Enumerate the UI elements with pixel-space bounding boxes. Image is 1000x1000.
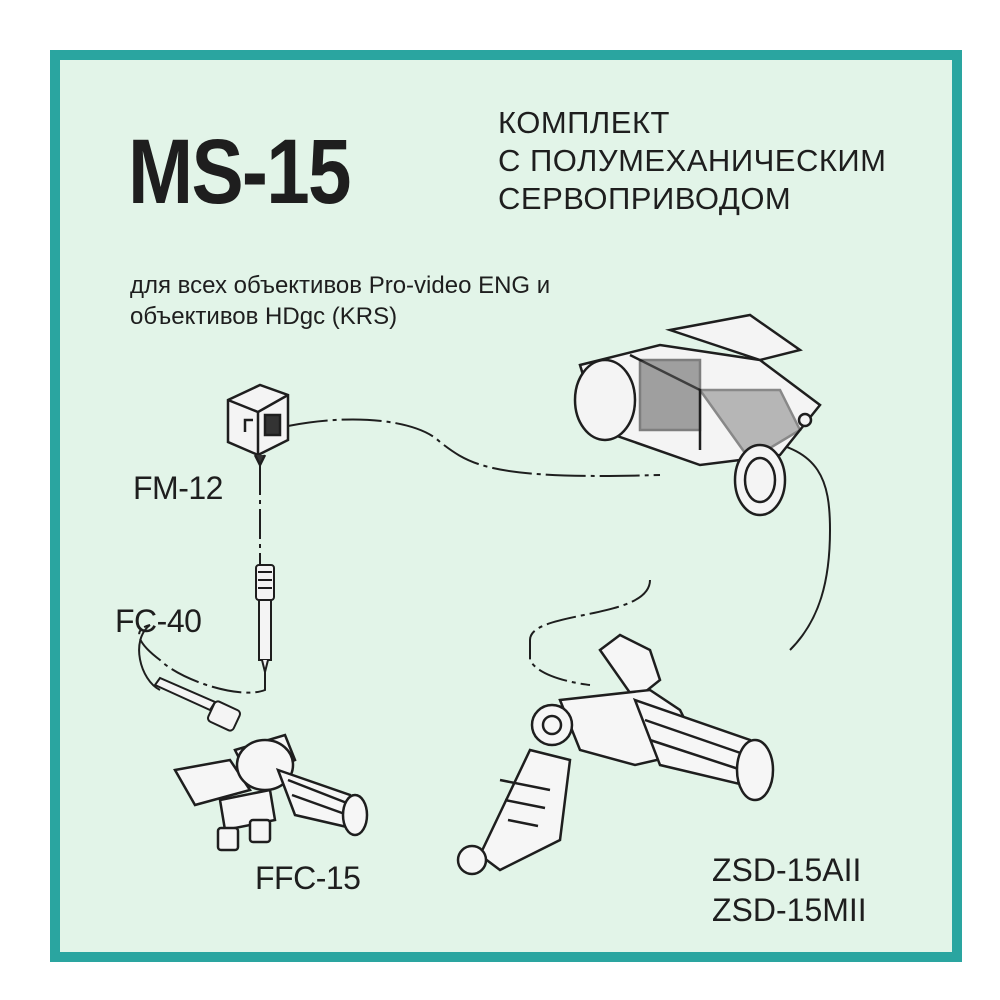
cable-fc40-plug [138,624,161,691]
diagram-illustration [138,313,832,876]
fc40-plug [153,676,242,732]
lens-unit [573,313,822,517]
cable-fc40-to-ffc15 [138,624,266,694]
heading-line: КОМПЛЕКТ [498,105,670,140]
fc40-connector [255,564,275,673]
ffc15-label: FFC-15 [255,860,361,896]
zsd-label-a: ZSD-15AII [712,852,862,888]
product-title: MS-15 [128,121,352,223]
zsd-labels: ZSD-15AII ZSD-15MII [712,850,867,930]
fc40-label: FC-40 [115,603,202,639]
ffc15-handle [173,733,369,852]
heading-line: СЕРВОПРИВОДОМ [498,181,792,216]
product-heading: КОМПЛЕКТ С ПОЛУМЕХАНИЧЕСКИМ СЕРВОПРИВОДО… [498,104,887,218]
zsd-label-m: ZSD-15MII [712,892,867,928]
cable-zsd-to-lens [529,579,651,686]
cable-fm12-to-lens [287,418,661,477]
heading-line: С ПОЛУМЕХАНИЧЕСКИМ [498,143,887,178]
zsd-controller [456,633,775,876]
fm12-label: FM-12 [133,470,223,506]
compatibility-line: для всех объективов Pro-video ENG и [130,272,551,299]
fm12-unit [226,383,290,468]
compatibility-line: объективов HDgc (KRS) [130,303,398,330]
diagram-panel: MS-15 КОМПЛЕКТ С ПОЛУМЕХАНИЧЕСКИМ СЕРВОП… [50,50,962,962]
cable-lens-long [759,439,832,651]
compatibility-note: для всех объективов Pro-video ENG и объе… [130,270,550,332]
